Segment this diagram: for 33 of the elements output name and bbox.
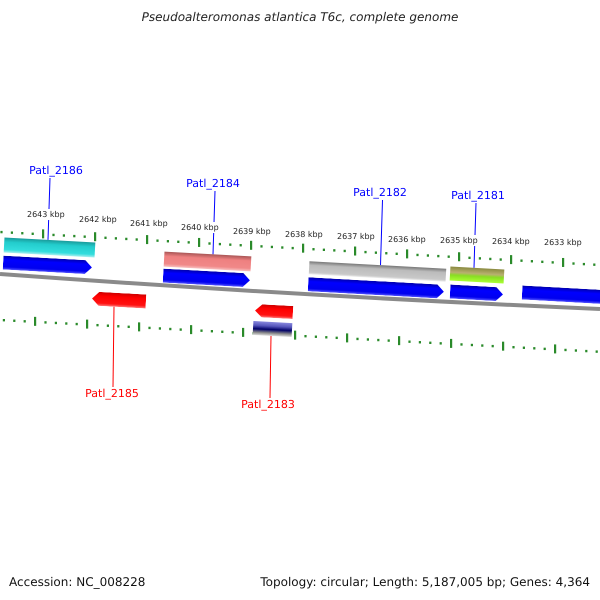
genome-summary: Topology: circular; Length: 5,187,005 bp; Genes: 4,364	[260, 575, 590, 589]
gene-bar	[308, 261, 446, 282]
title: Pseudoalteromonas atlantica T6c, complete genome	[140, 10, 460, 24]
cds-feature	[450, 284, 504, 302]
gene-bar	[252, 320, 292, 338]
scale-label: 2638 kbp	[285, 229, 323, 240]
gene-label: Patl_2181	[451, 189, 505, 203]
leader-line	[112, 306, 114, 388]
gene-bar	[4, 238, 96, 258]
scale-label: 2634 kbp	[492, 236, 530, 247]
scale-label: 2637 kbp	[337, 231, 375, 242]
gene-bar	[164, 252, 252, 272]
gene-label: Patl_2184	[186, 177, 240, 191]
scale-label: 2636 kbp	[388, 234, 426, 245]
gene-label: Patl_2185	[85, 387, 139, 401]
cds-feature	[92, 292, 146, 308]
scale-label: 2643 kbp	[27, 209, 65, 220]
cds-feature	[254, 304, 294, 320]
gene-label: Patl_2183	[241, 398, 295, 412]
scale-label: 2640 kbp	[181, 222, 219, 233]
scale-label: 2633 kbp	[544, 237, 582, 248]
gene-label: Patl_2186	[29, 164, 83, 178]
accession-text: Accession: NC_008228	[9, 575, 146, 589]
scale-label: 2635 kbp	[440, 235, 478, 246]
gene-label: Patl_2182	[353, 186, 407, 200]
scale-label: 2639 kbp	[233, 226, 271, 237]
cds-feature	[2, 256, 92, 274]
leader-line	[380, 200, 383, 266]
gene-bar	[450, 266, 504, 284]
scale-label: 2642 kbp	[79, 214, 117, 225]
scale-label: 2641 kbp	[130, 218, 168, 229]
leader-line	[270, 335, 272, 398]
cds-feature	[522, 286, 600, 304]
